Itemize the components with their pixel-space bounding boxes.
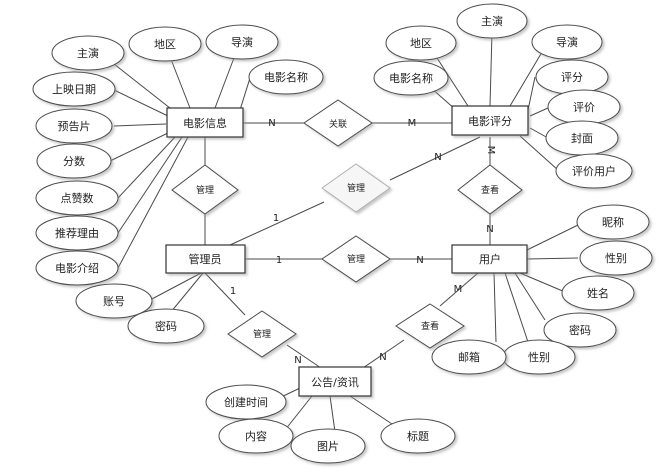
relationship-manage-movie: 管理 <box>171 164 239 215</box>
relationship-view-review: 查看 <box>457 164 523 215</box>
entity-notice: 公告/资讯 <box>298 366 372 397</box>
attr-label: 预告片 <box>58 120 91 133</box>
attr-movie-info-4 <box>32 71 116 107</box>
cardinality-label: N <box>268 118 275 129</box>
cardinality-label: N <box>434 152 441 163</box>
attr-movie-info-3 <box>248 59 324 95</box>
cardinality-label: M <box>485 146 496 155</box>
entity-notice-label: 公告/资讯 <box>311 376 359 389</box>
attr-movie-info-2 <box>205 24 279 60</box>
connector-lines <box>99 31 579 433</box>
attr-label: 电影名称 <box>264 70 308 84</box>
attr-movie-info-8 <box>35 215 119 251</box>
attr-notice-2 <box>290 428 366 464</box>
attribute-labels: 主演 地区 导演 电影名称 上映日期 预告片 分数 点赞数 推荐理由 电影介绍 … <box>52 14 627 453</box>
entity-admin: 管理员 <box>165 244 246 274</box>
attr-notice-1 <box>218 418 294 454</box>
relationship-manage-user-label: 管理 <box>347 253 365 265</box>
attr-user-0 <box>576 204 650 240</box>
entity-admin-label: 管理员 <box>189 252 222 266</box>
attr-label: 图片 <box>317 440 339 453</box>
cardinality-label: M <box>408 118 417 129</box>
attr-movie-info-7 <box>35 180 119 216</box>
attr-label: 导演 <box>231 35 253 49</box>
relationship-manage-user: 管理 <box>321 235 391 283</box>
attr-movie-info-9 <box>35 250 119 286</box>
attr-notice-0 <box>205 384 287 420</box>
attr-label: 电影名称 <box>389 71 433 85</box>
attr-notice-3 <box>380 418 456 454</box>
cardinality-label: 1 <box>230 286 236 297</box>
attr-label: 创建时间 <box>224 395 268 409</box>
relationship-manage-review-label: 管理 <box>347 182 365 194</box>
cardinality-label: N <box>379 352 386 363</box>
attr-label: 封面 <box>571 131 593 145</box>
cardinality-label: N <box>486 224 493 235</box>
attr-label: 昵称 <box>602 215 624 229</box>
attr-review-1 <box>456 3 528 39</box>
attr-review-0 <box>385 25 457 61</box>
attr-user-1 <box>579 240 653 276</box>
attr-label: 主演 <box>77 46 99 60</box>
entity-user-label: 用户 <box>479 252 501 266</box>
relationship-view-review-label: 查看 <box>481 184 499 196</box>
attr-label: 性别 <box>528 350 550 364</box>
cardinality-label: 1 <box>273 213 279 224</box>
attr-movie-info-1 <box>128 26 202 62</box>
relationship-manage-review: 管理 <box>321 163 391 213</box>
attr-user-3 <box>543 312 617 348</box>
relationship-link: 关联 <box>303 99 373 147</box>
entity-movie-review: 电影评分 <box>451 105 529 136</box>
cardinality-label: N <box>416 255 423 266</box>
attr-admin-1 <box>127 308 205 344</box>
attr-label: 姓名 <box>587 286 609 300</box>
attr-label: 标题 <box>407 429 429 443</box>
relationship-view-notice: 查看 <box>395 303 465 349</box>
attr-review-2 <box>531 24 603 60</box>
relationship-manage-movie-label: 管理 <box>196 184 214 196</box>
relationship-link-label: 关联 <box>329 118 347 130</box>
relationship-manage-notice: 管理 <box>227 310 297 358</box>
entity-movie-info: 电影信息 <box>166 107 244 138</box>
entity-movie-review-label: 电影评分 <box>468 115 512 128</box>
entity-user: 用户 <box>451 244 528 274</box>
attr-movie-info-0 <box>51 35 125 71</box>
attr-label: 评价用户 <box>572 164 616 178</box>
attr-user-5 <box>431 339 507 375</box>
attr-label: 密码 <box>569 323 591 337</box>
attr-label: 评分 <box>561 71 583 84</box>
attr-label: 点赞数 <box>61 192 94 205</box>
attr-admin-0 <box>75 283 153 319</box>
cardinality-label: N <box>294 355 301 366</box>
attr-label: 内容 <box>245 429 267 443</box>
cardinality-labels: N M N 1 M N 1 N 1 M N N <box>230 118 496 366</box>
attr-label: 推荐理由 <box>55 226 99 240</box>
relationship-view-notice-label: 查看 <box>421 320 439 332</box>
attr-review-3 <box>373 60 449 96</box>
cardinality-label: 1 <box>276 255 282 266</box>
attr-label: 性别 <box>605 251 627 265</box>
attr-label: 密码 <box>155 319 177 333</box>
relationship-manage-notice-label: 管理 <box>253 328 271 340</box>
attr-review-7 <box>555 153 633 189</box>
attr-movie-info-5 <box>35 108 113 144</box>
attr-label: 评价 <box>573 101 595 114</box>
attr-movie-info-6 <box>36 143 112 179</box>
cardinality-label: M <box>454 284 463 295</box>
attr-label: 导演 <box>556 35 578 49</box>
attr-label: 电影介绍 <box>55 261 99 275</box>
attr-user-2 <box>561 275 635 311</box>
attr-label: 地区 <box>410 37 432 50</box>
attribute-ellipses <box>32 3 653 464</box>
attr-label: 上映日期 <box>52 83 96 96</box>
attr-label: 账号 <box>103 295 125 308</box>
attr-label: 分数 <box>63 155 85 168</box>
attr-label: 地区 <box>154 38 176 51</box>
entity-movie-info-label: 电影信息 <box>183 116 227 130</box>
attr-label: 主演 <box>481 14 503 28</box>
attr-label: 邮箱 <box>458 350 480 364</box>
